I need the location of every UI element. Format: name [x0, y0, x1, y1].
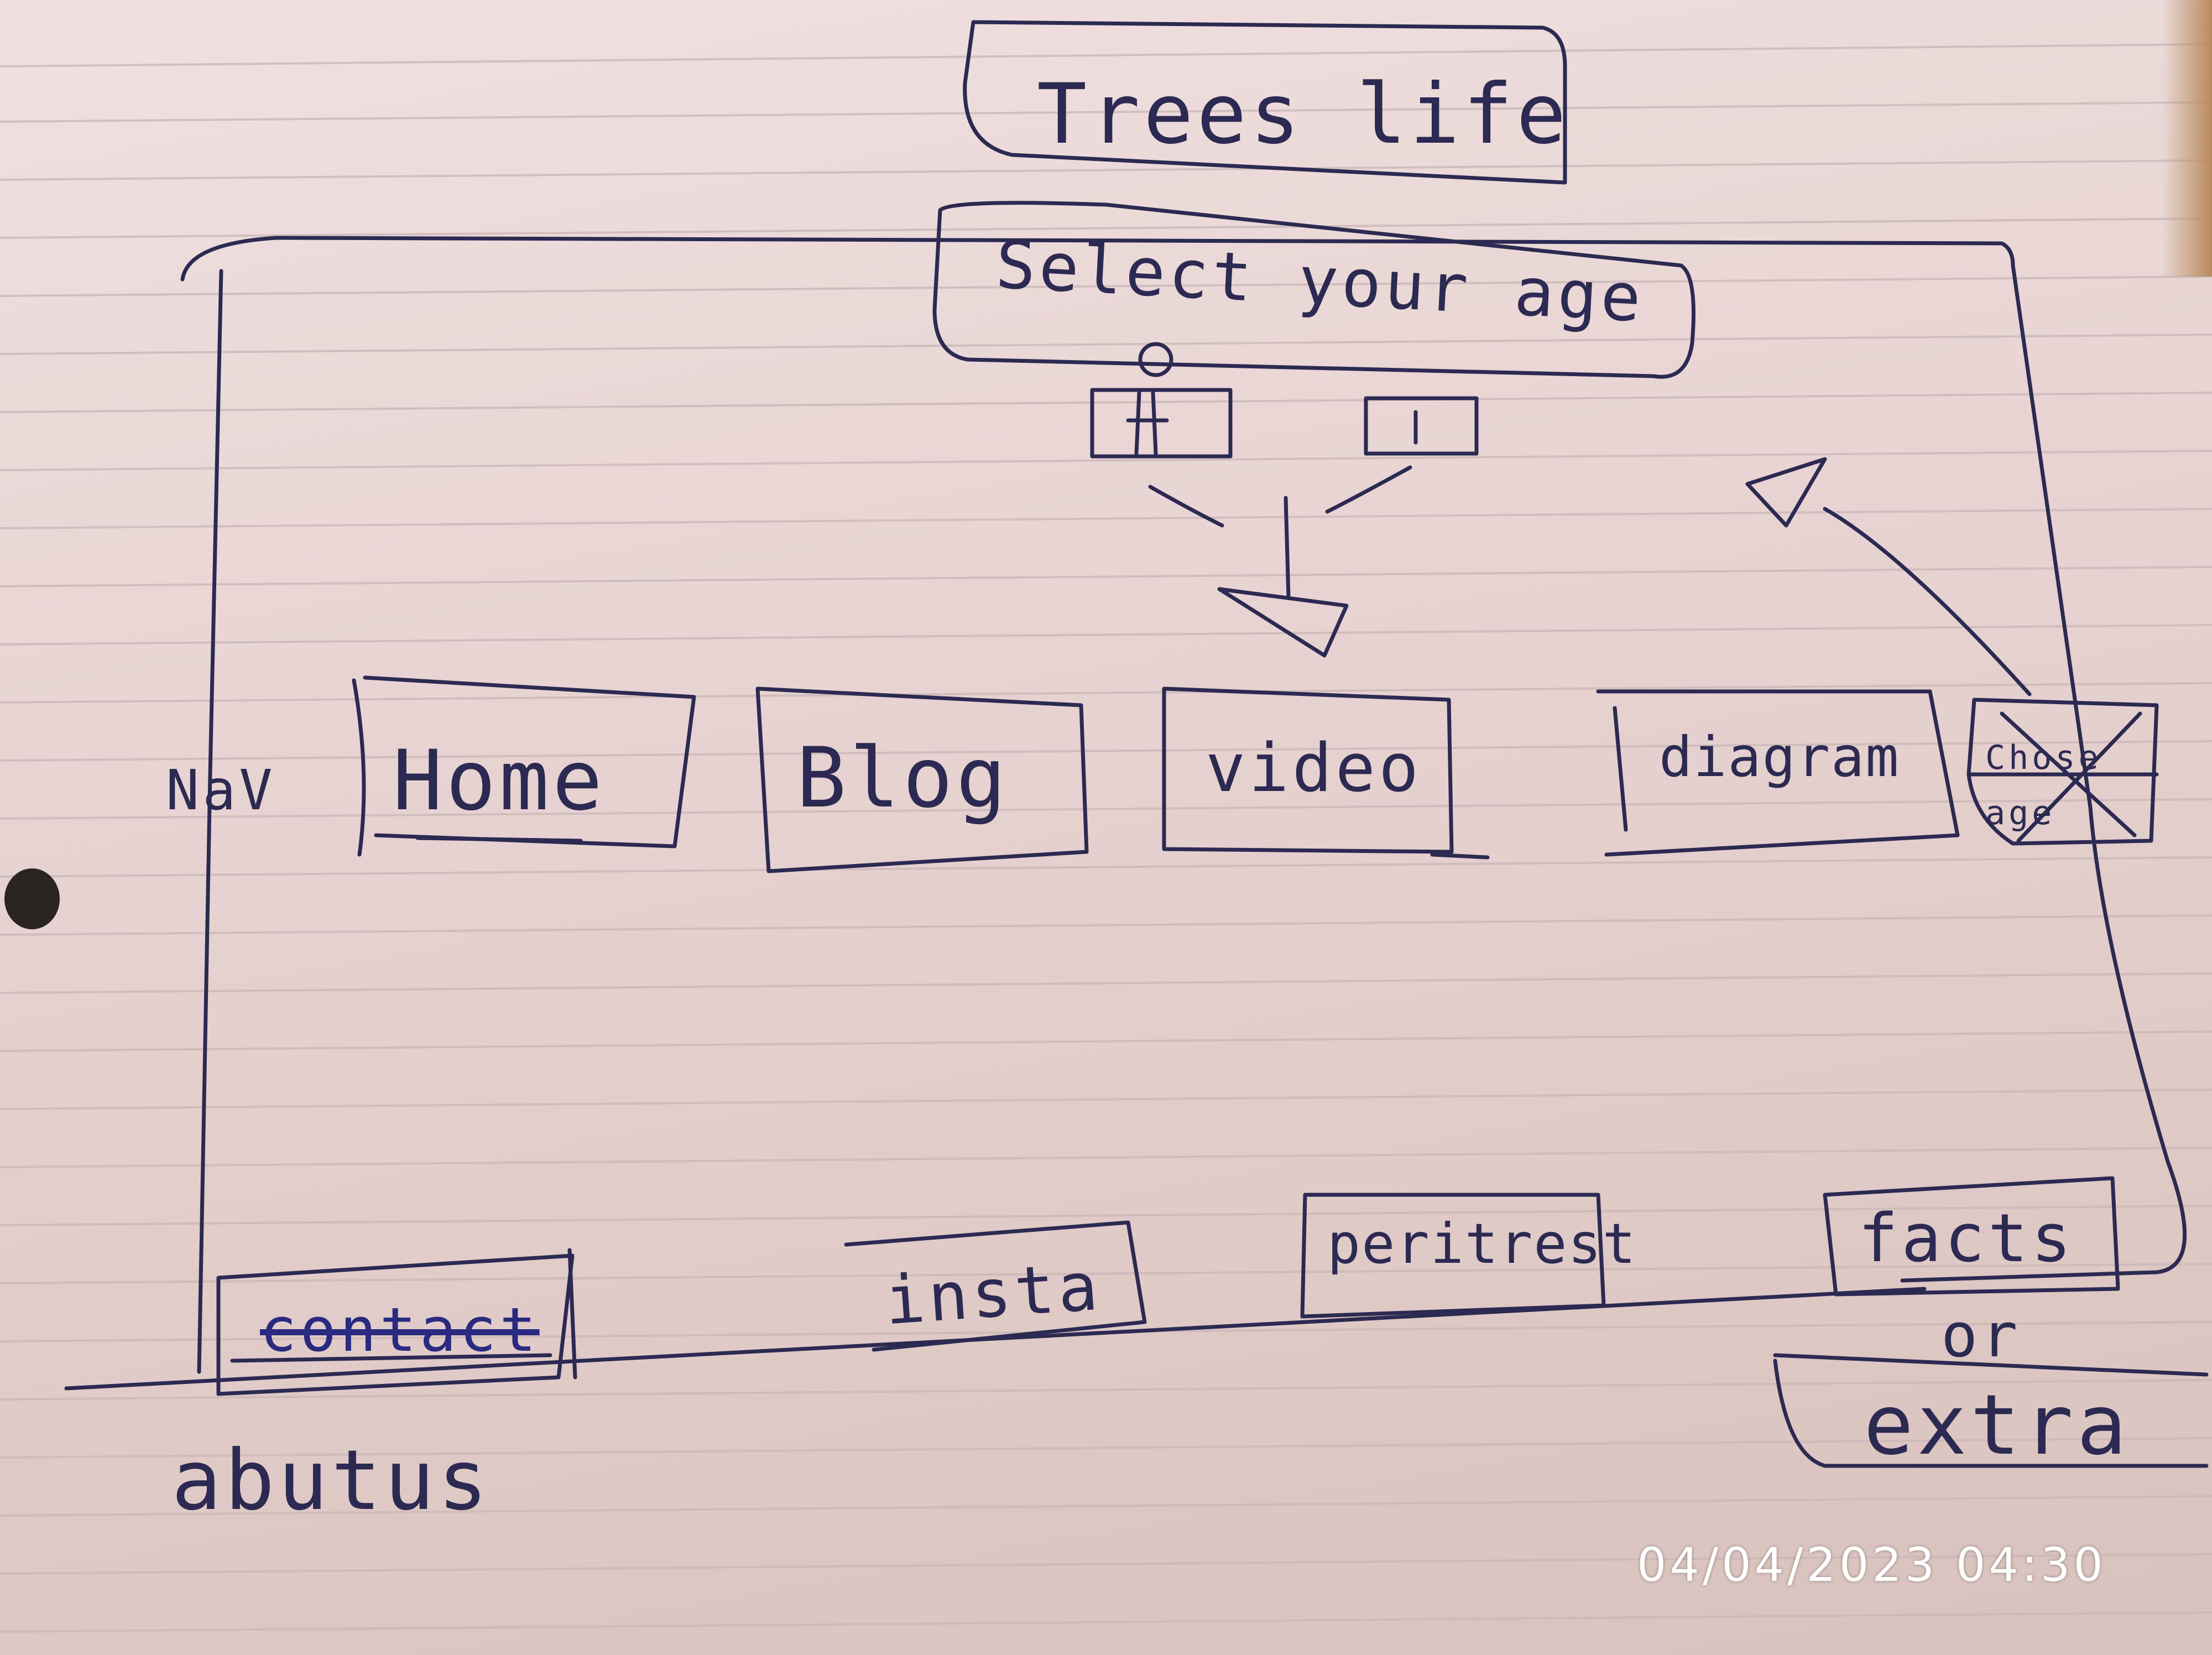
footer-extra-box: [1773, 1353, 2209, 1468]
nav-item-home: Home: [393, 733, 606, 829]
footer-facts-box: [1823, 1176, 2120, 1297]
nav-item-video: video: [1206, 730, 1422, 807]
page-edge-shadow: [2162, 0, 2212, 277]
footer-baseline: [64, 1287, 1927, 1391]
footer-contact-box: [216, 1253, 575, 1396]
footer-link-contact: contact: [260, 1294, 540, 1365]
footer-link-extra: extra: [1864, 1377, 2130, 1474]
footer-connector: or: [1941, 1300, 2021, 1371]
nav-label: NaV: [166, 758, 276, 823]
age-option-child-icon: [1364, 396, 1479, 456]
arrow-head: [1217, 587, 1349, 658]
binder-hole: [4, 868, 60, 929]
age-option-adult-icon: [1090, 388, 1233, 459]
nav-item-chose-age: Chose age: [1985, 738, 2102, 832]
nav-blog-box: [755, 686, 1089, 873]
nav-diagram-box: [1596, 689, 1960, 857]
title-box: [963, 20, 1567, 185]
footer-link-insta: insta: [882, 1248, 1104, 1340]
age-prompt-box: [932, 201, 1695, 379]
footer-insta-box: [844, 1220, 1147, 1352]
footer-link-peritrest: peritrest: [1327, 1211, 1637, 1276]
footer-link-facts: facts: [1858, 1200, 2075, 1277]
page-frame: [180, 236, 2187, 1283]
photo-timestamp: 04/04/2023 04:30: [1637, 1538, 2106, 1592]
nav-video-box: [1162, 686, 1454, 854]
page-title: Trees life: [1037, 66, 1570, 163]
footer-caption: abutus: [171, 1433, 491, 1529]
nav-item-diagram: diagram: [1659, 725, 1900, 789]
page-frame-left: [197, 269, 223, 1374]
nav-chose-age-box: [1966, 698, 2159, 846]
nav-item-blog: Blog: [796, 730, 1010, 826]
